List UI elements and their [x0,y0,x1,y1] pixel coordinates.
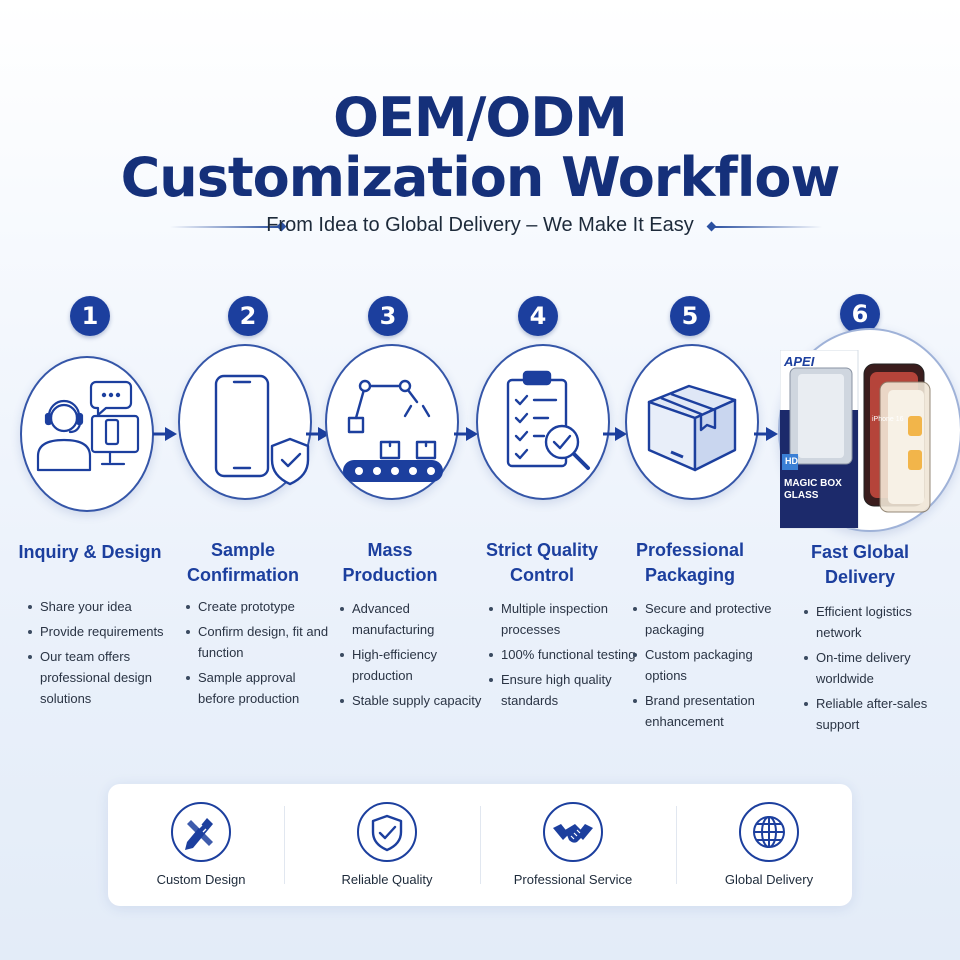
arrow-right-icon [153,427,177,441]
list-item: Stable supply capacity [340,690,490,711]
list-item: Multiple inspection processes [489,598,639,640]
step-4-title-line-1: Strict Quality [485,540,599,560]
list-item: Secure and protective packaging [633,598,783,640]
step-1-title: Inquiry & Design [0,540,180,565]
step-6-title-line-2: Delivery [824,567,896,587]
list-item: Create prototype [186,596,336,617]
support-agent-icon [36,380,140,472]
list-item: Custom packaging options [633,644,783,686]
subtitle-row: From Idea to Global Delivery – We Make I… [0,212,960,242]
step-1-bullets: Share your idea Provide requirements Our… [28,596,178,713]
feature-professional-service: Professional Service [480,784,666,906]
list-item: Confirm design, fit and function [186,621,336,663]
arrow-right-icon [603,427,627,441]
step-5-bullets: Secure and protective packaging Custom p… [633,598,783,736]
list-item: Brand presentation enhancement [633,690,783,732]
pencil-ruler-icon [171,802,231,862]
product-name-line-2: GLASS [784,490,819,501]
arrow-right-icon [754,427,778,441]
step-6-title-line-1: Fast Global [810,542,909,562]
arrow-right-icon [454,427,478,441]
title-line-1: OEM/ODM [333,86,628,149]
product-box-graphic [779,349,931,529]
step-5-badge: 5 [670,296,710,336]
step-6-bullets: Efficient logistics network On-time deli… [804,601,954,739]
list-item: Advanced manufacturing [340,598,490,640]
step-4-title: Strict Quality Control [452,538,632,588]
divider [676,806,677,884]
list-item: 100% functional testing [489,644,639,665]
globe-icon [739,802,799,862]
list-item: Efficient logistics network [804,601,954,643]
step-2-badge: 2 [228,296,268,336]
features-panel: Custom Design Reliable Quality [108,784,852,906]
step-1-circle [20,356,154,512]
step-1-badge: 1 [70,296,110,336]
product-phone-label: iPhone 16 [872,416,904,423]
step-4-bullets: Multiple inspection processes 100% funct… [489,598,639,715]
divider [480,806,481,884]
robot-arm-conveyor-icon [343,379,443,482]
step-2-title: Sample Confirmation [153,538,333,588]
step-3-title-line-1: Mass [367,540,413,560]
subtitle-line-left [170,226,280,228]
step-6-badge: 6 [840,294,880,334]
arrow-right-icon [306,427,330,441]
list-item: Provide requirements [28,621,178,642]
list-item: Our team offers professional design solu… [28,646,178,709]
feature-label: Reliable Quality [341,872,433,887]
step-3-badge: 3 [368,296,408,336]
step-3-title: Mass Production [300,538,480,588]
step-4-circle [476,344,610,500]
step-1-title-line-1: Inquiry & Design [18,542,162,562]
product-brand: APEI [784,354,815,369]
step-5-title-line-1: Professional [635,540,745,560]
feature-reliable-quality: Reliable Quality [294,784,480,906]
step-3-bullets: Advanced manufacturing High-efficiency p… [340,598,490,715]
list-item: High-efficiency production [340,644,490,686]
step-4-title-line-2: Control [510,565,574,585]
feature-global-delivery: Global Delivery [676,784,862,906]
step-3-title-line-2: Production [342,565,438,585]
step-5-title: Professional Packaging [600,538,780,588]
step-5-circle [625,344,759,500]
step-5-title-line-2: Packaging [644,565,736,585]
list-item: On-time delivery worldwide [804,647,954,689]
feature-label: Professional Service [513,872,633,887]
step-2-bullets: Create prototype Confirm design, fit and… [186,596,336,713]
feature-custom-design: Custom Design [108,784,294,906]
handshake-icon [543,802,603,862]
phone-shield-icon [214,374,310,486]
step-2-circle [178,344,312,500]
product-name-line-1: MAGIC BOX [784,478,842,489]
feature-label: Global Delivery [724,872,814,887]
list-item: Reliable after-sales support [804,693,954,735]
list-item: Share your idea [28,596,178,617]
step-4-badge: 4 [518,296,558,336]
step-3-circle [325,344,459,500]
title-line-2: Customization Workflow [120,146,841,209]
list-item: Ensure high quality standards [489,669,639,711]
divider [284,806,285,884]
step-6-title: Fast Global Delivery [770,540,950,590]
shield-check-icon [357,802,417,862]
checklist-magnifier-icon [506,370,590,470]
package-box-icon [647,384,737,472]
list-item: Sample approval before production [186,667,336,709]
subtitle: From Idea to Global Delivery – We Make I… [266,214,694,236]
subtitle-line-right [712,226,822,228]
product-badge: HD [785,456,798,466]
feature-label: Custom Design [156,872,246,887]
step-2-title-line-1: Sample [210,540,276,560]
step-2-title-line-2: Confirmation [187,565,299,585]
product-package-image: APEI HD MAGIC BOX GLASS iPhone 16 [779,349,940,530]
